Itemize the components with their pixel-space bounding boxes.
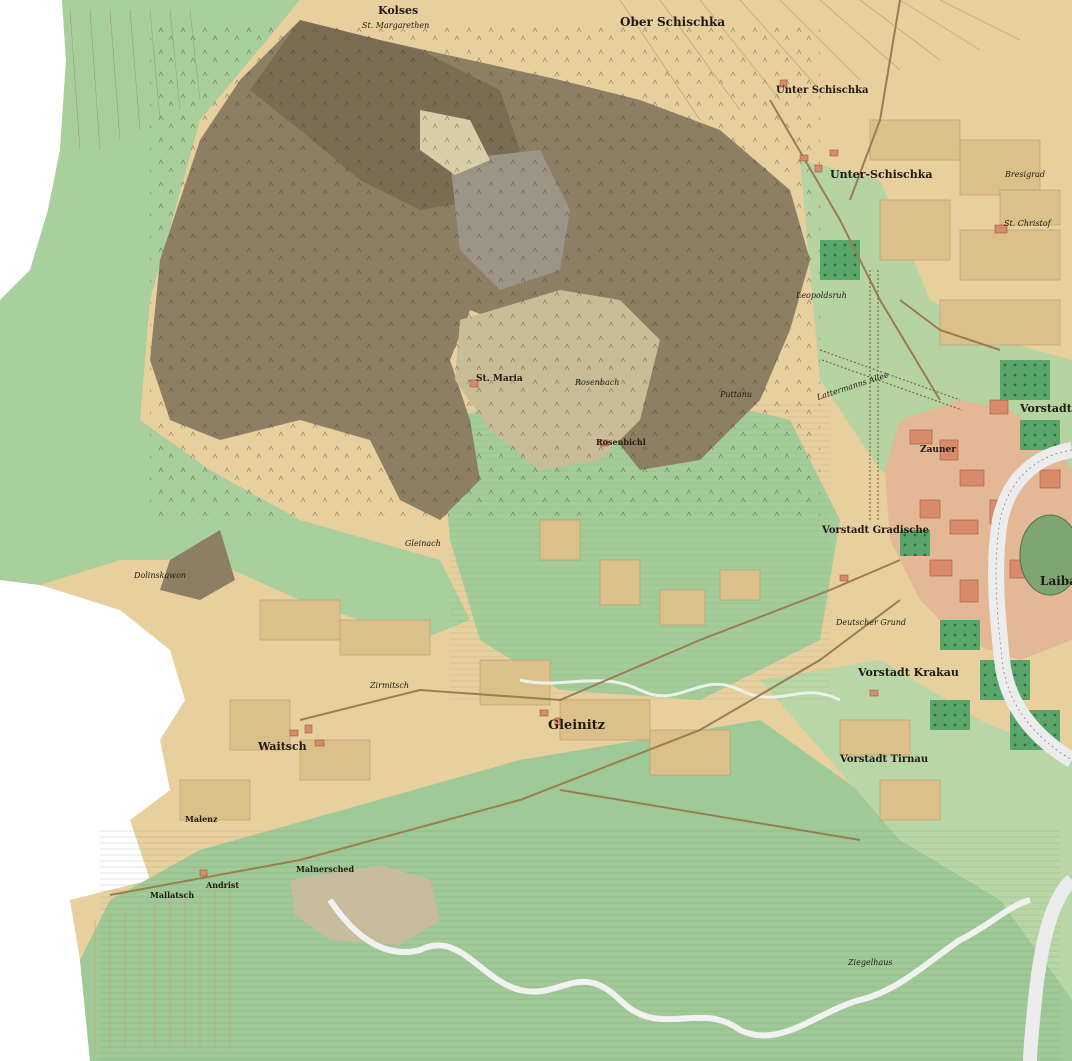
label-vorstadt-gradische: Vorstadt Gradische <box>821 525 929 536</box>
label-leopoldsruh: Leopoldsruh <box>795 291 847 300</box>
label-dolinskawon: Dolinskawon <box>133 571 186 580</box>
river-ljubljanica-bank <box>995 449 1072 761</box>
label-malnersched: Malnersched <box>296 864 354 874</box>
stream-gleinach <box>519 678 841 702</box>
label-poellhauser: Puttanu <box>719 390 752 399</box>
label-st-maria: St. Maria <box>476 374 523 384</box>
field-stripes-north <box>619 0 1021 121</box>
field-stripes-southwest <box>94 888 231 1050</box>
meadow-furrows-south <box>100 830 1060 1060</box>
label-kolses: Kolses <box>378 4 418 17</box>
label-gleinitz: Gleinitz <box>548 718 605 733</box>
label-rosenbach: Rosenbach <box>574 378 619 387</box>
label-bresgrad: Bresigrad <box>1004 170 1045 179</box>
label-st-christof: St. Christof <box>1004 219 1053 228</box>
forest-south-clearing <box>290 865 440 945</box>
label-vorstadt-krakau: Vorstadt Krakau <box>857 666 959 679</box>
label-zirmitsch: Zirmitsch <box>369 681 409 690</box>
field-stripes-west <box>69 9 201 151</box>
label-ziegelhaus: Ziegelhaus <box>847 958 892 967</box>
village-buildings <box>199 79 1008 877</box>
label-deutscher-grund: Deutscher Grund <box>835 618 906 627</box>
label-zauner: Zauner <box>920 445 956 455</box>
forest-tree-pattern <box>150 20 820 520</box>
label-st-margarethen: St. Margarethen <box>362 21 429 30</box>
label-vorstadt-tirnau: Vorstadt Tirnau <box>839 754 928 765</box>
label-mallatsch: Mallatsch <box>150 890 194 900</box>
river-southeast <box>1023 874 1072 1061</box>
label-gleinach: Gleinach <box>405 539 441 548</box>
field-parcels <box>179 119 1061 821</box>
label-unter-schischka-2: Unter-Schischka <box>830 168 933 181</box>
label-ober-schischka: Ober Schischka <box>620 15 725 29</box>
label-waitsch: Waitsch <box>257 740 307 753</box>
castle-hill <box>1019 514 1072 596</box>
forest-southwest-patch <box>160 530 235 600</box>
label-vorstadt-top: Vorstadt <box>1019 402 1072 415</box>
label-malenz: Malenz <box>185 814 218 824</box>
meadow-west <box>0 0 470 640</box>
avenue-lattermann <box>819 270 963 520</box>
label-laibach: Laibach <box>1040 574 1072 588</box>
stream-glinscica <box>327 897 1031 1039</box>
label-unter-schischka-1: Unter Schischka <box>776 85 869 96</box>
label-rosenbichl: Rosenbichl <box>596 437 646 447</box>
label-andrist: Andrist <box>205 880 239 890</box>
